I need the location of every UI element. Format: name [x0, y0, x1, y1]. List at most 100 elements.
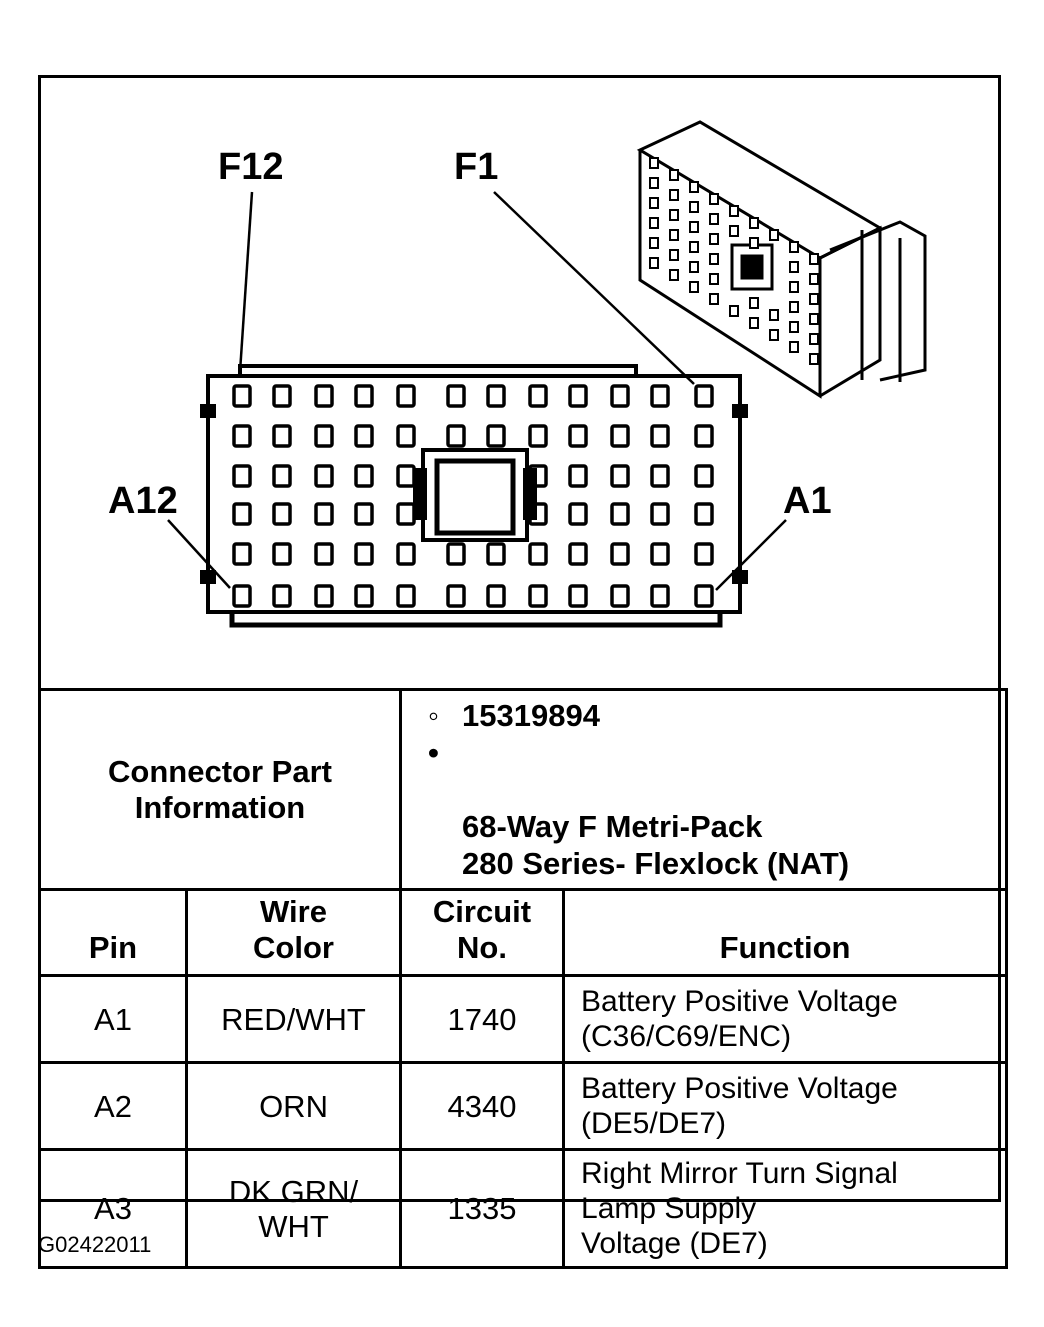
iso-pin-cavity [649, 257, 659, 269]
row-wire-color: RED/WHT [184, 974, 403, 1064]
iso-pin-cavity [689, 181, 699, 193]
row-pin: A3 [38, 1148, 188, 1269]
connector-type: 68-Way F Metri-Pack 280 Series- Flexlock… [462, 809, 850, 881]
iso-pin-cavity [709, 233, 719, 245]
iso-pin-cavity [769, 229, 779, 241]
pin-cavity [396, 424, 416, 448]
pin-cavity [694, 542, 714, 566]
pin-cavity [650, 502, 670, 526]
table-header-row: Pin Wire Color Circuit No. Function [38, 888, 1009, 977]
pin-cavity [568, 424, 588, 448]
iso-pin-cavity [749, 237, 759, 249]
table-row: A2 ORN 4340 Battery Positive Voltage (DE… [38, 1061, 1009, 1151]
figure-code: G02422011 [38, 1232, 152, 1257]
connector-part-info-label: Connector Part Information [37, 688, 403, 891]
header-wire-color: Wire Color [184, 888, 403, 977]
pin-cavity [396, 584, 416, 608]
iso-pin-cavity [649, 177, 659, 189]
iso-pin-cavity [769, 309, 779, 321]
row-pin: A2 [38, 1061, 188, 1151]
pin-label-f1: F1 [454, 146, 499, 188]
iso-pin-cavity [669, 249, 679, 261]
pin-cavity [354, 502, 374, 526]
iso-pin-cavity [749, 297, 759, 309]
pin-cavity [232, 542, 252, 566]
pin-cavity [314, 384, 334, 408]
pin-cavity [650, 424, 670, 448]
iso-pin-cavity [749, 317, 759, 329]
pin-cavity [396, 464, 416, 488]
pin-cavity [446, 542, 466, 566]
iso-pin-cavity [789, 321, 799, 333]
iso-pin-cavity [809, 253, 819, 265]
iso-pin-cavity [689, 201, 699, 213]
pin-cavity [528, 542, 548, 566]
pin-cavity [354, 384, 374, 408]
connector-3d-pin-cavities [649, 157, 819, 365]
pin-cavity [528, 502, 548, 526]
pin-cavity [272, 502, 292, 526]
connector-part-info-row: Connector Part Information ◦ 15319894 • … [37, 688, 1009, 891]
pin-cavity [272, 464, 292, 488]
pin-cavity [354, 464, 374, 488]
pin-label-a12: A12 [108, 480, 178, 522]
iso-pin-cavity [709, 253, 719, 265]
connector-type-item: • 68-Way F Metri-Pack 280 Series- Flexlo… [428, 734, 1005, 882]
pin-cavity [232, 384, 252, 408]
pin-label-f12: F12 [218, 146, 284, 188]
iso-pin-cavity [809, 293, 819, 305]
row-circuit: 4340 [399, 1061, 566, 1151]
row-wire-color: DK GRN/ WHT [184, 1148, 403, 1269]
pin-cavity [694, 502, 714, 526]
pin-cavity [528, 384, 548, 408]
iso-pin-cavity [729, 305, 739, 317]
part-number-item: ◦ 15319894 [428, 697, 1005, 734]
header-function: Function [562, 888, 1009, 977]
row-function: Right Mirror Turn Signal Lamp Supply Vol… [562, 1148, 1009, 1269]
pin-cavity [568, 502, 588, 526]
pin-cavity [650, 584, 670, 608]
iso-pin-cavity [789, 241, 799, 253]
pin-cavity [610, 464, 630, 488]
pin-cavity [354, 542, 374, 566]
row-circuit: 1335 [399, 1148, 566, 1269]
iso-pin-cavity [649, 237, 659, 249]
pin-label-a1: A1 [783, 480, 832, 522]
pin-cavity [694, 384, 714, 408]
pin-cavity [650, 384, 670, 408]
pin-cavity [446, 384, 466, 408]
pin-cavity [314, 464, 334, 488]
part-number: 15319894 [462, 698, 600, 733]
row-pin: A1 [38, 974, 188, 1064]
pin-cavity [446, 584, 466, 608]
pin-cavity [694, 424, 714, 448]
connector-part-info-values: ◦ 15319894 • 68-Way F Metri-Pack 280 Ser… [399, 688, 1009, 891]
iso-pin-cavity [669, 269, 679, 281]
pin-cavity [354, 424, 374, 448]
pin-cavity [528, 584, 548, 608]
pin-cavity [354, 584, 374, 608]
pin-cavity [272, 584, 292, 608]
iso-pin-cavity [649, 157, 659, 169]
pin-cavity [314, 584, 334, 608]
pin-cavity [396, 542, 416, 566]
hollow-bullet-icon: ◦ [428, 698, 440, 733]
pin-cavity [314, 502, 334, 526]
leader-lines [167, 191, 787, 591]
iso-pin-cavity [709, 213, 719, 225]
iso-pin-cavity [669, 169, 679, 181]
iso-pin-cavity [709, 193, 719, 205]
pin-cavity [232, 464, 252, 488]
table-row: A1 RED/WHT 1740 Battery Positive Voltage… [38, 974, 1009, 1064]
connector-face-diagram [167, 120, 927, 628]
pin-cavity [232, 584, 252, 608]
iso-pin-cavity [729, 225, 739, 237]
header-pin: Pin [38, 888, 188, 977]
pin-cavity [528, 424, 548, 448]
iso-pin-cavity [809, 353, 819, 365]
pin-cavity [314, 542, 334, 566]
iso-pin-cavity [669, 229, 679, 241]
pin-cavity [610, 584, 630, 608]
iso-pin-cavity [769, 329, 779, 341]
pin-cavity [568, 542, 588, 566]
